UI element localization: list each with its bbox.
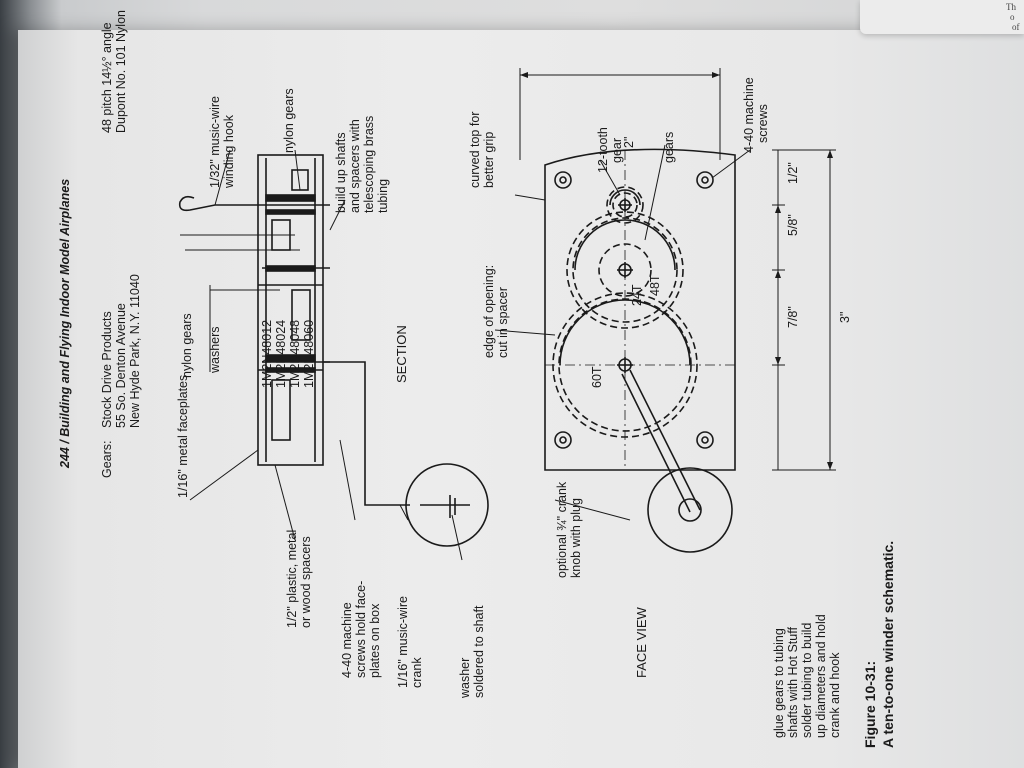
label-shafts: tubing: [376, 178, 390, 213]
supplier-line: 55 So. Denton Avenue: [114, 303, 128, 428]
supplier-line: Stock Drive Products: [100, 311, 114, 428]
label-12-tooth: 12-tooth: [596, 127, 610, 173]
section-title: SECTION: [394, 325, 409, 383]
label-faceplates: 1/16" metal faceplates: [176, 374, 190, 498]
label-crank: 1/16" music-wire: [396, 596, 410, 688]
label-machine-screws: 4-40 machine: [742, 77, 756, 153]
label-washer: washer: [458, 657, 472, 698]
gear-12t: [606, 186, 644, 224]
gear-48t: [566, 211, 684, 329]
label-gears: gears: [662, 131, 676, 163]
dim-3in: 3": [838, 311, 852, 323]
gear-spec: Dupont No. 101 Nylon: [114, 10, 128, 133]
label-shafts: and spacers with: [348, 119, 362, 213]
supplier-line: New Hyde Park, N.Y. 11040: [128, 274, 142, 428]
label-curved-top: better grip: [482, 131, 496, 188]
section-box: [257, 154, 324, 466]
part-number: 1M2N48060: [302, 319, 316, 388]
label-glue: solder tubing to build: [800, 622, 814, 738]
dim-1-2: 1/2": [786, 162, 800, 184]
label-nylon-gears-top: nylon gears: [282, 88, 296, 153]
label-crank: crank: [410, 657, 424, 688]
label-hook: winding hook: [222, 115, 236, 188]
gear-bar: [265, 194, 316, 202]
crank-knob-section: [405, 463, 489, 547]
label-shafts: telescoping brass: [362, 115, 376, 213]
gear-48t-label: 48T: [648, 274, 662, 296]
label-machine-screws: screws: [756, 104, 770, 143]
part-number: 1M2N48012: [260, 319, 274, 388]
label-glue: glue gears to tubing: [772, 628, 786, 738]
label-glue: shafts with Hot Stuff: [786, 627, 800, 738]
figure-caption: A ten-to-one winder schematic.: [880, 540, 896, 748]
edge-text: of: [1012, 22, 1020, 32]
label-screws: 4-40 machine: [340, 602, 354, 678]
gear-60t-label: 60T: [590, 366, 604, 388]
crank-knob-face: [647, 467, 733, 553]
label-spacers: or wood spacers: [299, 536, 313, 628]
gear-bar: [265, 209, 316, 215]
label-shafts: build up shafts: [334, 132, 348, 213]
adjacent-page-edge: Th o of: [860, 0, 1024, 34]
section-view: [178, 154, 489, 547]
screw-holes: [554, 171, 714, 449]
part-number: 1M2N48048: [288, 319, 302, 388]
label-hook: 1/32" music-wire: [208, 96, 222, 188]
figure-number: Figure 10-31:: [862, 660, 878, 748]
dim-7-8: 7/8": [786, 306, 800, 328]
gear-spec: 48 pitch 14½° angle: [100, 22, 114, 133]
label-opening: edge of opening:: [482, 264, 496, 358]
label-knob: knob with plug: [569, 498, 583, 578]
label-curved-top: curved top for: [468, 111, 482, 188]
face-view: [544, 148, 736, 553]
label-spacers: 1/2" plastic, metal: [285, 529, 299, 628]
label-glue: crank and hook: [828, 652, 842, 738]
edge-text: Th: [1006, 2, 1016, 12]
face-outline: [544, 148, 736, 471]
label-washers: washers: [208, 326, 222, 373]
gear-bar: [265, 354, 316, 362]
book-page: [18, 30, 1024, 768]
part-number: 1M2N48024: [274, 319, 288, 388]
label-washer: soldered to shaft: [472, 605, 486, 698]
label-knob: optional ¾" crank: [555, 481, 569, 578]
dimension-lines: [519, 68, 836, 471]
dim-5-8: 5/8": [786, 214, 800, 236]
running-head: 244 / Building and Flying Indoor Model A…: [58, 178, 72, 468]
label-glue: up diameters and hold: [814, 614, 828, 738]
gear-24t-label: 24T: [630, 284, 644, 306]
label-opening: cut in spacer: [496, 287, 510, 358]
face-view-title: FACE VIEW: [634, 607, 649, 678]
gears-label: Gears:: [100, 440, 114, 478]
label-screws: screws hold face-: [354, 580, 368, 678]
label-nylon-gears: nylon gears: [180, 313, 194, 378]
leader-lines: [180, 144, 751, 561]
gear-bar: [265, 367, 316, 373]
edge-text: o: [1010, 12, 1015, 22]
label-screws: plates on box: [368, 603, 382, 678]
dim-2in: 2": [622, 136, 636, 148]
